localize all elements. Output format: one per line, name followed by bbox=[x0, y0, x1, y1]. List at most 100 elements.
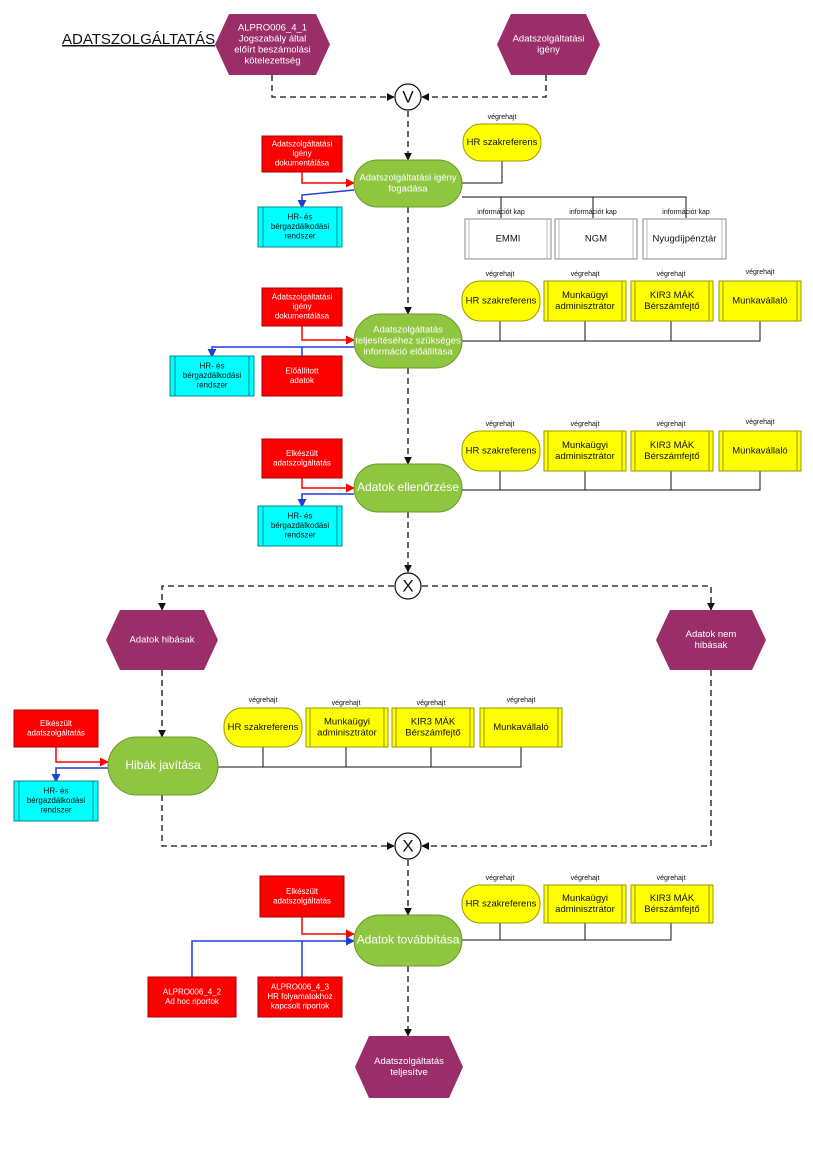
operator-xor-2-label: X bbox=[402, 836, 413, 855]
role-kir3-5-label: Bérszámfejtő bbox=[644, 904, 699, 915]
role-employee-2-label: Munkavállaló bbox=[732, 296, 787, 307]
system-hr-1-label: bérgazdálkodási bbox=[271, 222, 329, 231]
event-ok-shape bbox=[656, 610, 766, 670]
operator-or-label: V bbox=[402, 87, 414, 106]
role-hr-2-label: HR szakreferens bbox=[466, 296, 537, 307]
connector-executes-6: végrehajt bbox=[486, 421, 515, 428]
operator-xor-1: X bbox=[394, 572, 422, 600]
org-nyugdij: Nyugdíjpénztár bbox=[642, 218, 727, 260]
role-hr-1: HR szakreferens bbox=[462, 123, 542, 162]
role-hr-1-label: HR szakreferens bbox=[467, 137, 538, 148]
system-hr-3-label: HR- és bbox=[288, 512, 313, 521]
role-employee-3-label: Munkavállaló bbox=[732, 446, 787, 457]
function-igeny-fogadasa-shape bbox=[353, 159, 463, 208]
system-hr-4-label: bérgazdálkodási bbox=[27, 796, 85, 805]
connector-executes-2: végrehajt bbox=[486, 271, 515, 278]
system-hr-2-label: rendszer bbox=[196, 381, 227, 390]
flow-xor1-to-faulty bbox=[158, 585, 394, 611]
connector-executes-8: végrehajt bbox=[657, 421, 686, 428]
role-kir3-2-shape bbox=[630, 280, 714, 322]
doc-eloallitott-label: Előállított bbox=[286, 366, 320, 375]
doc-igeny-1-label: igény bbox=[292, 149, 311, 158]
org-ngm: NGM bbox=[554, 218, 638, 260]
conn-f1-hr bbox=[462, 160, 503, 184]
event-done-label: teljesítve bbox=[390, 1067, 428, 1078]
doc-igeny-1-shape bbox=[261, 135, 343, 173]
function-tovabbitasa-label: Adatok továbbítása bbox=[357, 933, 460, 947]
data-d4-to-f4 bbox=[55, 746, 109, 767]
doc-adhoc-label: ALPRO006_4_2 bbox=[163, 987, 222, 996]
connector-executes-11: végrehajt bbox=[332, 700, 361, 707]
connector-executes-7: végrehajt bbox=[571, 421, 600, 428]
data-d5-to-f5 bbox=[301, 917, 355, 939]
conn-f3-bus bbox=[462, 470, 761, 491]
connector-executes-1: végrehajt bbox=[488, 114, 517, 121]
role-admin-5-label: Munkaügyi bbox=[562, 893, 608, 904]
connector-informed-3: információt kap bbox=[662, 209, 710, 216]
conn-f1-orgbus bbox=[462, 196, 687, 218]
role-kir3-5-shape bbox=[630, 884, 714, 924]
doc-hr-riportok-shape bbox=[257, 976, 343, 1018]
doc-igeny-2-label: igény bbox=[292, 302, 311, 311]
data-d3-to-f3 bbox=[301, 478, 355, 493]
connector-executes-14: végrehajt bbox=[486, 875, 515, 882]
function-ellenorzese-label: Adatok ellenőrzése bbox=[357, 480, 459, 494]
doc-adhoc-label: Ad hoc riportok bbox=[165, 997, 220, 1006]
doc-igeny-1-label: dokumentálása bbox=[275, 159, 330, 168]
event-request-label: Adatszolgáltatási bbox=[513, 34, 585, 45]
doc-adhoc: ALPRO006_4_2Ad hoc riportok bbox=[147, 976, 237, 1018]
role-kir3-4-shape bbox=[391, 707, 475, 748]
role-hr-3-label: HR szakreferens bbox=[466, 446, 537, 457]
function-hibak-javitasa-label: Hibák javítása bbox=[125, 758, 201, 772]
doc-elkeszult-1-label: Elkészült bbox=[286, 449, 319, 458]
system-hr-3-label: bérgazdálkodási bbox=[271, 521, 329, 530]
doc-eloallitott-label: adatok bbox=[290, 376, 315, 385]
role-employee-4-shape bbox=[479, 707, 563, 748]
function-igeny-fogadasa-label: Adatszolgáltatási igény bbox=[359, 173, 456, 184]
role-hr-5-label: HR szakreferens bbox=[466, 899, 537, 910]
doc-igeny-2-label: dokumentálása bbox=[275, 312, 330, 321]
conn-f2-bus bbox=[462, 320, 761, 342]
doc-hr-riportok-label: kapcsolt riportok bbox=[271, 1002, 330, 1011]
connector-executes-13: végrehajt bbox=[507, 697, 536, 704]
connector-informed-1: információt kap bbox=[477, 209, 525, 216]
role-admin-5-label: adminisztrátor bbox=[555, 904, 615, 915]
event-faulty-label: Adatok hibásak bbox=[130, 635, 195, 646]
org-nyugdij-label: Nyugdíjpénztár bbox=[653, 234, 717, 245]
doc-elkeszult-3-shape bbox=[259, 875, 345, 918]
conn-f4-bus bbox=[218, 746, 522, 768]
org-ngm-label: NGM bbox=[585, 234, 607, 245]
role-kir3-2-label: KIR3 MÁK bbox=[650, 290, 695, 301]
function-info-eloallitasa-shape bbox=[353, 313, 463, 369]
system-hr-2-label: bérgazdálkodási bbox=[183, 371, 241, 380]
doc-elkeszult-2-label: Elkészült bbox=[40, 719, 73, 728]
function-ellenorzese: Adatok ellenőrzése bbox=[353, 463, 463, 513]
function-igeny-fogadasa-label: fogadása bbox=[388, 184, 428, 195]
org-emmi-label: EMMI bbox=[496, 234, 521, 245]
flow-request-to-or bbox=[421, 75, 547, 101]
event-ok-label: Adatok nem bbox=[686, 629, 737, 640]
operator-xor-2-shape bbox=[394, 832, 422, 860]
data-f2-to-sys2 bbox=[207, 346, 354, 358]
doc-elkeszult-3-label: adatszolgáltatás bbox=[273, 896, 331, 905]
system-hr-3-shape bbox=[257, 505, 343, 547]
role-hr-4-label: HR szakreferens bbox=[228, 722, 299, 733]
org-nyugdij-shape bbox=[642, 218, 727, 260]
org-ngm-shape bbox=[554, 218, 638, 260]
doc-elkeszult-2-label: adatszolgáltatás bbox=[27, 728, 85, 737]
doc-eloallitott-shape bbox=[261, 355, 343, 397]
